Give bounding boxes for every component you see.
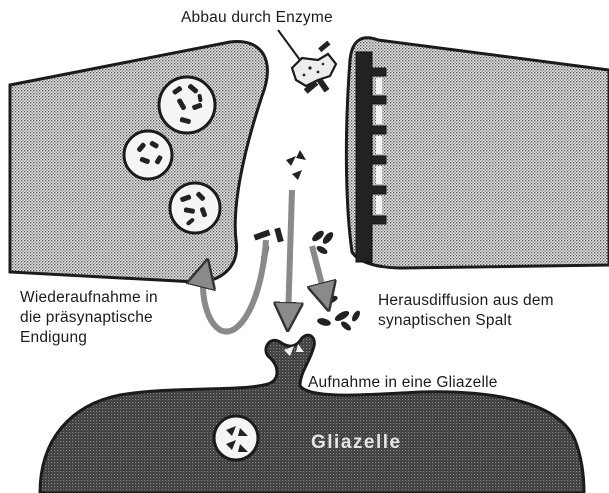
enzyme-pointer-line [278, 30, 300, 60]
reuptake-label-line3: Endigung [20, 328, 87, 347]
cleft-arrow-right [312, 246, 326, 300]
diffusion-label-line1: Herausdiffusion aus dem [378, 291, 554, 310]
reuptake-label-line2: die präsynaptische [20, 308, 153, 327]
synaptic-vesicle [159, 77, 215, 133]
enzyme [292, 41, 336, 94]
synaptic-vesicle [170, 183, 220, 233]
diffusion-label-line2: synaptischen Spalt [378, 311, 512, 330]
glia-cell [40, 335, 584, 493]
synaptic-vesicle [124, 131, 172, 179]
reuptake-label-line1: Wiederaufnahme in [20, 288, 158, 307]
enzyme-degradation-label: Abbau durch Enzyme [181, 8, 333, 27]
cleft-arrow-left [288, 190, 292, 320]
glia-cell-label: Gliazelle [311, 432, 402, 454]
glia-vesicle [214, 416, 258, 460]
glia-uptake-label: Aufnahme in eine Gliazelle [308, 373, 498, 392]
